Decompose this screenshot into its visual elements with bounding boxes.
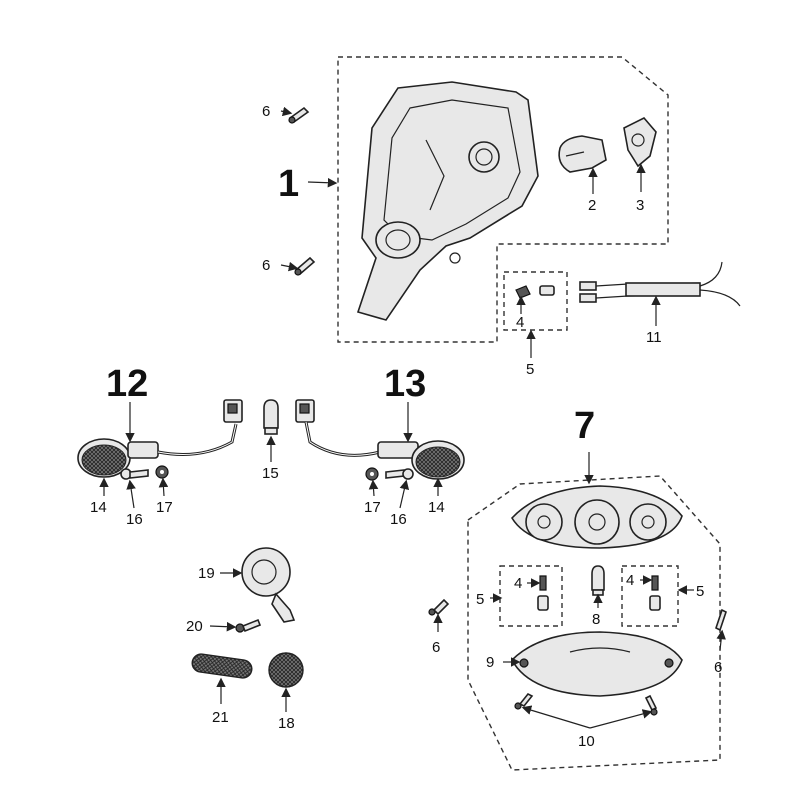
callout-17-left: 17 <box>156 499 173 516</box>
callout-11: 11 <box>646 329 662 346</box>
callout-4-upper: 4 <box>516 314 524 331</box>
screw-6-tail-right <box>715 608 727 632</box>
callout-13: 13 <box>384 363 426 405</box>
callout-7: 7 <box>574 405 595 447</box>
turn-indicator-right <box>295 399 465 480</box>
taillight-group-outline <box>467 475 721 771</box>
bulb-headlight <box>558 135 607 173</box>
screw-16-left <box>120 468 149 480</box>
nut-17-right <box>365 467 379 481</box>
headlight-group-outline <box>337 56 669 343</box>
bulb-holder-group-right-outline <box>621 565 679 627</box>
callout-4-tail-left: 4 <box>514 575 522 592</box>
callout-19: 19 <box>198 565 215 582</box>
headlight-housing <box>356 81 539 321</box>
taillight-housing <box>511 485 683 549</box>
screw-6-lower <box>294 256 316 276</box>
bulb-small-tail-left <box>537 575 549 611</box>
callout-10: 10 <box>578 733 595 750</box>
screw-10-left <box>514 692 534 710</box>
callout-14-left: 14 <box>90 499 107 516</box>
callout-12: 12 <box>106 363 148 405</box>
bulb-small-tail-right <box>649 575 661 611</box>
bulb-small-upper <box>515 285 555 299</box>
callout-18: 18 <box>278 715 295 732</box>
bulb-socket <box>623 117 657 168</box>
screw-6-upper <box>288 106 310 124</box>
bulb-holder-group-outline <box>503 271 568 331</box>
callout-15: 15 <box>262 465 279 482</box>
bulb-holder-group-left-outline <box>499 565 563 627</box>
callout-5-tail-right: 5 <box>696 583 704 600</box>
callout-14-right: 14 <box>428 499 445 516</box>
callout-5-tail-left: 5 <box>476 591 484 608</box>
callout-16-right: 16 <box>390 511 407 528</box>
bulb-tail-center <box>591 565 605 596</box>
wiring-harness <box>579 261 741 307</box>
callout-9: 9 <box>486 654 494 671</box>
screw-20 <box>235 618 262 633</box>
nut-17-left <box>155 465 169 479</box>
callout-5-upper: 5 <box>526 361 534 378</box>
callout-4-tail-right: 4 <box>626 572 634 589</box>
callout-2: 2 <box>588 197 596 214</box>
turn-indicator-left <box>77 399 243 478</box>
callout-17-right: 17 <box>364 499 381 516</box>
callout-6-tail-left: 6 <box>432 639 440 656</box>
callout-3: 3 <box>636 197 644 214</box>
bulb-indicator <box>263 399 279 435</box>
taillight-lens <box>511 631 683 697</box>
callout-6-lower: 6 <box>262 257 270 274</box>
callout-8: 8 <box>592 611 600 628</box>
callout-20: 20 <box>186 618 203 635</box>
callout-16-left: 16 <box>126 511 143 528</box>
grille-strip <box>191 653 253 679</box>
grille-disc <box>268 652 304 688</box>
screw-6-tail-left <box>428 598 450 616</box>
callout-1: 1 <box>278 163 299 205</box>
callout-6-upper: 6 <box>262 103 270 120</box>
horn <box>241 547 296 623</box>
callout-21: 21 <box>212 709 229 726</box>
screw-16-right <box>385 468 414 480</box>
leader-lines <box>99 106 726 729</box>
callout-6-tail-right: 6 <box>714 659 722 676</box>
